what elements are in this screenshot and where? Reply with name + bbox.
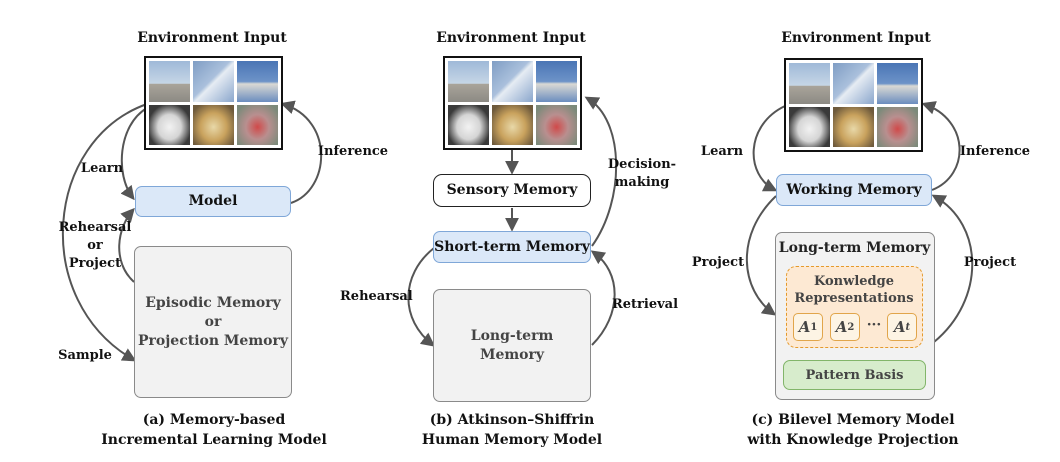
rehearsal-line1: Rehearsal <box>58 220 132 235</box>
inference-label-c: Inference <box>959 144 1031 159</box>
arrow-rehearsal-a <box>118 207 135 283</box>
caption-c: (c) Bilevel Memory Model with Knowledge … <box>735 410 971 450</box>
arrow-learn-c <box>752 105 786 192</box>
caption-a-line2: Incremental Learning Model <box>101 432 327 448</box>
car-image <box>877 106 918 147</box>
knowledge-line2: Representations <box>794 291 914 306</box>
knowledge-line1: Konwledge <box>814 274 894 289</box>
retrieval-label: Retrieval <box>611 297 679 312</box>
pattern-basis-box: Pattern Basis <box>783 360 926 390</box>
a2-letter: A <box>835 317 848 336</box>
rehearsal-project-label: Rehearsal or Project <box>56 219 134 273</box>
car-image <box>492 104 533 145</box>
decision-line2: making <box>614 175 670 190</box>
caption-b: (b) Atkinson–Shiffrin Human Memory Model <box>402 410 622 450</box>
car-image <box>193 104 234 145</box>
environment-image-grid-b <box>443 56 582 150</box>
airplane-image <box>193 61 234 102</box>
episodic-memory-box: Episodic Memory or Projection Memory <box>134 246 292 398</box>
caption-a-line1: (a) Memory-based <box>142 412 286 428</box>
caption-c-line1: (c) Bilevel Memory Model <box>751 412 955 428</box>
airplane-image <box>237 61 278 102</box>
arrow-inference-a <box>280 100 323 204</box>
memory-label-line1: Episodic Memory <box>145 294 281 311</box>
arrow-retrieval-b <box>590 250 616 346</box>
memory-label-line3: Projection Memory <box>138 332 288 349</box>
airplane-image <box>536 61 577 102</box>
airplane-image <box>448 61 489 102</box>
arrow-inference-c <box>921 101 961 191</box>
arrow-rehearsal-b <box>407 247 436 347</box>
airplane-image <box>877 63 918 104</box>
a1-subscript: 1 <box>810 321 818 333</box>
long-term-memory-box-b: Long-term Memory <box>433 289 591 402</box>
env-title-c: Environment Input <box>781 30 931 46</box>
sample-label: Sample <box>58 348 112 363</box>
car-image <box>833 106 874 147</box>
decision-line1: Decision- <box>607 157 677 172</box>
environment-image-grid-c <box>784 58 923 152</box>
rehearsal-label-b: Rehearsal <box>340 289 413 304</box>
arrow-decision-b <box>584 96 618 247</box>
learn-label-c: Learn <box>700 144 744 159</box>
car-image <box>536 104 577 145</box>
arrow-project-right <box>931 194 974 343</box>
airplane-image <box>492 61 533 102</box>
short-term-memory-box: Short-term Memory <box>433 231 591 263</box>
car-image <box>237 104 278 145</box>
arrow-project-left <box>745 195 777 316</box>
inference-label-a: Inference <box>317 144 389 159</box>
long-term-memory-title: Long-term Memory <box>778 240 931 256</box>
rehearsal-line2: or <box>87 238 103 253</box>
car-image <box>448 104 489 145</box>
rehearsal-line3: Project <box>68 256 122 271</box>
ellipsis: ··· <box>866 317 882 333</box>
knowledge-label: Konwledge Representations <box>787 273 921 307</box>
caption-a: (a) Memory-based Incremental Learning Mo… <box>96 410 332 450</box>
sensory-memory-box: Sensory Memory <box>433 174 591 207</box>
model-box: Model <box>135 186 291 217</box>
project-label-right: Project <box>963 255 1017 270</box>
at-letter: A <box>893 317 906 336</box>
environment-image-grid-a <box>144 56 283 150</box>
airplane-image <box>833 63 874 104</box>
at-subscript: t <box>905 321 911 333</box>
project-label-left: Project <box>691 255 745 270</box>
a2-subscript: 2 <box>847 321 855 333</box>
decision-making-label: Decision- making <box>607 156 677 192</box>
long-term-line2: Memory <box>479 346 545 363</box>
learn-label-a: Learn <box>80 161 124 176</box>
env-title-a: Environment Input <box>137 30 287 46</box>
caption-b-line2: Human Memory Model <box>421 432 603 448</box>
car-image <box>149 104 190 145</box>
airplane-image <box>789 63 830 104</box>
long-term-memory-box-c: Long-term Memory Konwledge Representatio… <box>775 232 935 400</box>
arrow-sample-a <box>61 103 148 362</box>
arrow-learn-a <box>120 107 148 201</box>
caption-b-line1: (b) Atkinson–Shiffrin <box>429 412 595 428</box>
airplane-image <box>149 61 190 102</box>
long-term-line1: Long-term <box>470 327 554 344</box>
a1-letter: A <box>798 317 811 336</box>
memory-label-line2: or <box>204 313 222 330</box>
car-image <box>789 106 830 147</box>
caption-c-line2: with Knowledge Projection <box>747 432 959 448</box>
working-memory-box: Working Memory <box>776 174 932 206</box>
env-title-b: Environment Input <box>436 30 586 46</box>
